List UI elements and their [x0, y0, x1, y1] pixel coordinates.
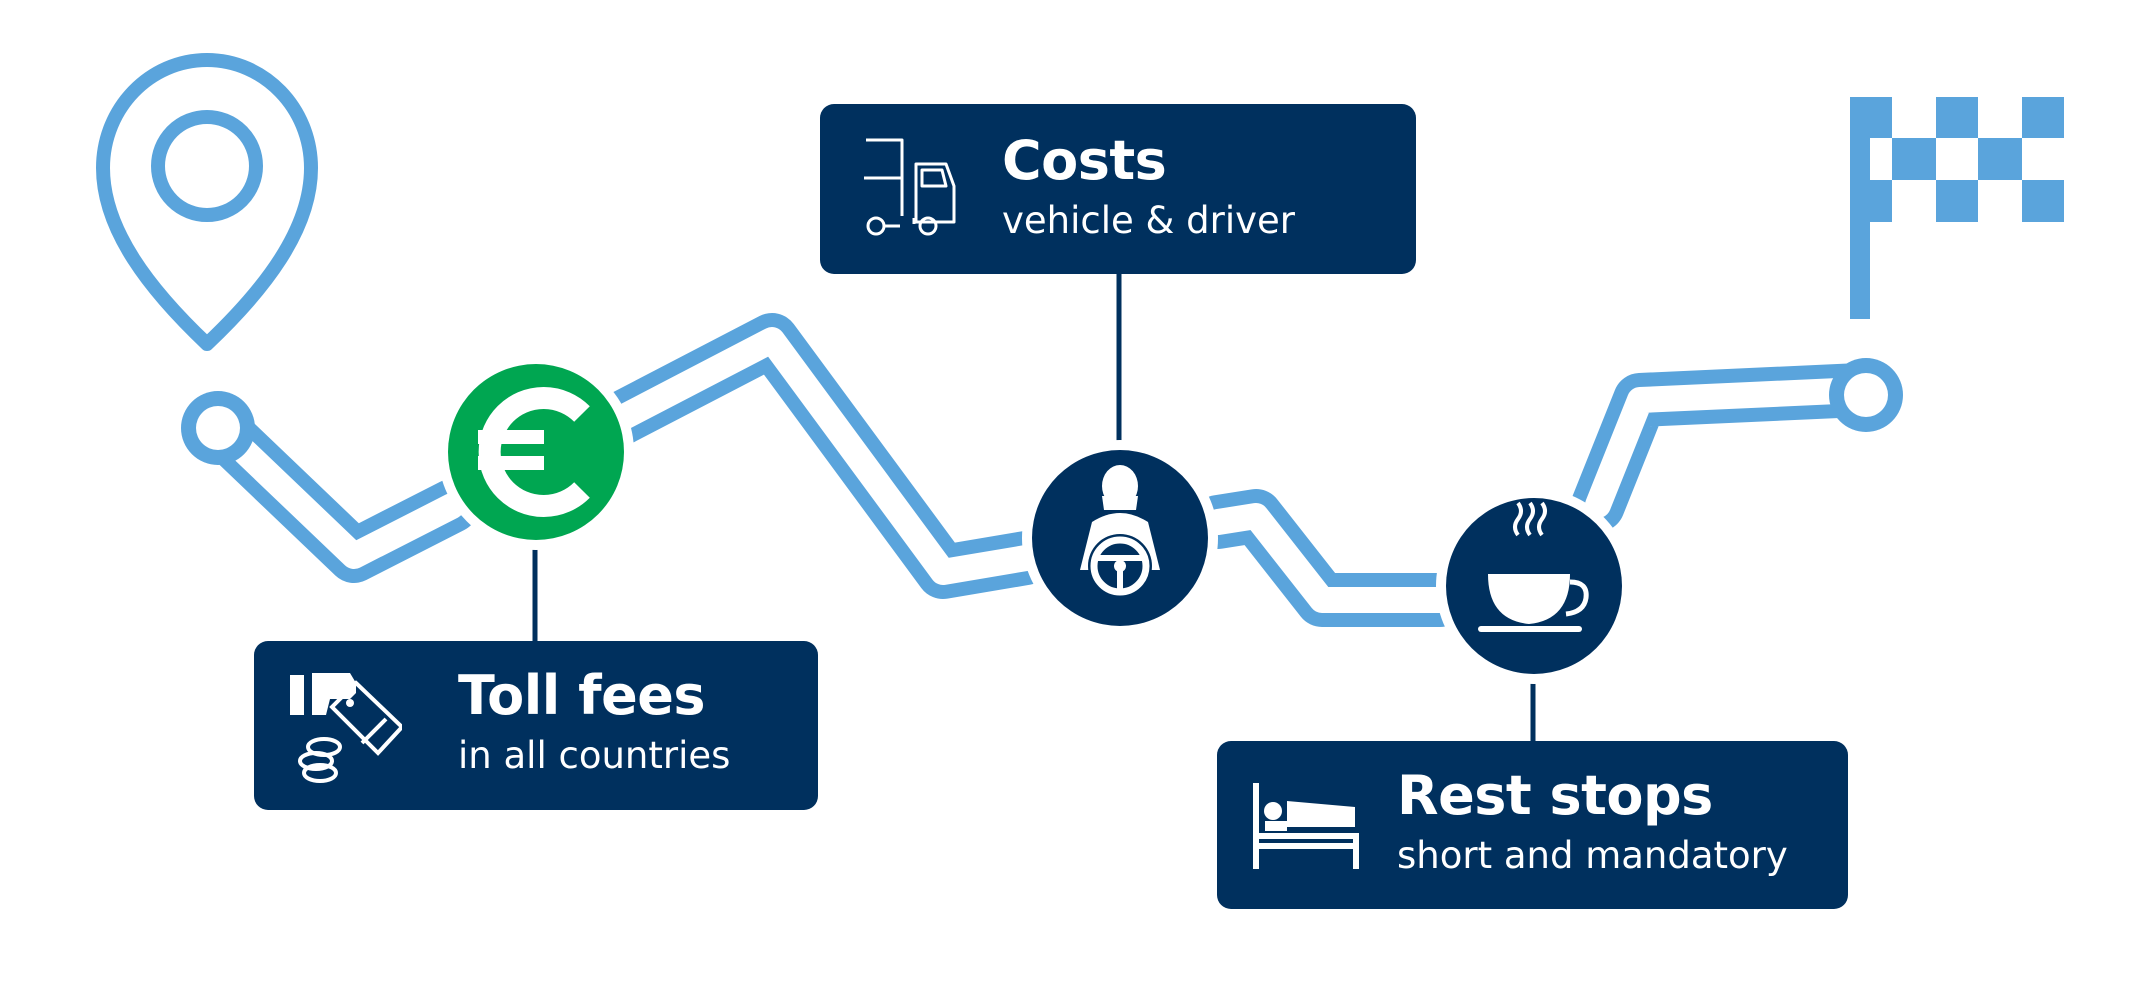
driver-steering-wheel-icon — [1080, 465, 1160, 598]
costs-subtitle: vehicle & driver — [1002, 199, 1296, 242]
rest-title: Rest stops — [1397, 764, 1713, 827]
toll-subtitle: in all countries — [458, 734, 731, 777]
rest-subtitle: short and mandatory — [1397, 834, 1788, 877]
payment-hand-coins-icon — [290, 673, 402, 783]
driver-node — [1022, 440, 1218, 636]
costs-card: Costs vehicle & driver — [820, 104, 1416, 274]
costs-title: Costs — [1002, 129, 1167, 192]
euro-icon — [478, 387, 590, 517]
connectors — [532, 274, 1536, 741]
route-line — [193, 313, 1887, 627]
bed-icon — [1253, 783, 1359, 869]
route-start-dot — [181, 391, 255, 465]
checkered-flag-icon — [1850, 97, 2064, 319]
toll-title: Toll fees — [458, 664, 705, 727]
rest-node — [1436, 488, 1632, 684]
toll-card: Toll fees in all countries — [254, 641, 818, 810]
location-pin-icon — [96, 53, 318, 351]
truck-icon — [864, 138, 956, 236]
toll-node — [438, 354, 634, 550]
route-end-dot — [1829, 358, 1903, 432]
coffee-cup-icon — [1478, 501, 1589, 632]
rest-card: Rest stops short and mandatory — [1217, 741, 1848, 909]
